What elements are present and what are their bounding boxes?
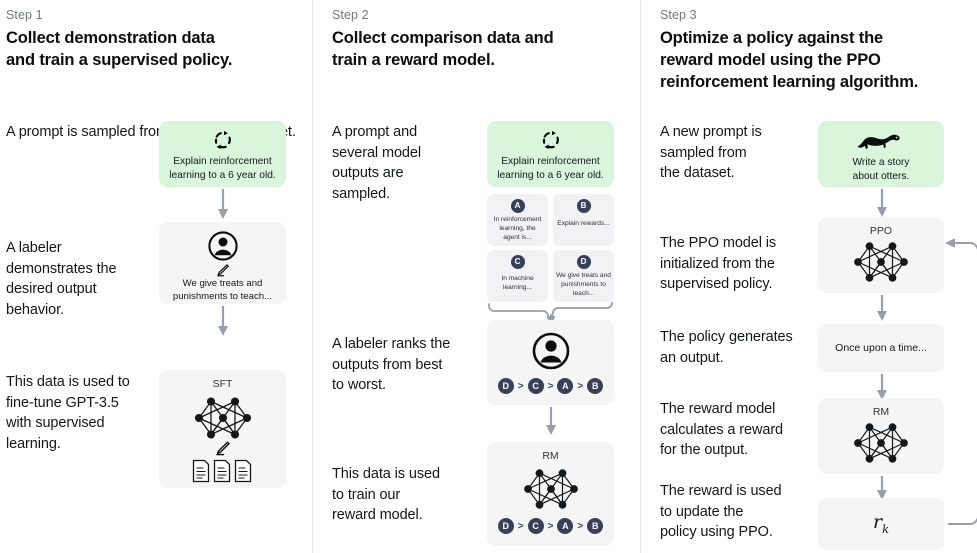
arrow-down-2a [546,407,556,435]
output-text-a: In reinforcement learning, the agent is.… [493,216,542,241]
output-text-c: In machine learning... [501,275,534,291]
step-3-output-panel[interactable]: Once upon a time... [818,324,944,372]
output-letter-d: D [576,255,591,269]
step-2-label: Step 2 [332,8,369,22]
step-1-labeler-panel[interactable]: We give treats and punishments to teach.… [159,222,286,304]
step-3-new-prompt-panel[interactable]: Write a story about otters. [818,121,944,187]
pencil-icon [216,264,229,277]
step-3-rm-panel[interactable]: RM [818,398,944,474]
step-1-description-3: This data is used to fine-tune GPT-3.5 w… [6,374,130,452]
step-1-title: Collect demonstration data and train a s… [6,29,233,69]
rank-chip-3: A [557,378,574,394]
step-1-prompt-text: Explain reinforcement learning to a 6 ye… [169,156,276,181]
documents-icon [192,459,251,483]
step-2-output-a[interactable]: A In reinforcement learning, the agent i… [487,194,548,246]
step-2-ranking-panel[interactable]: D > C > A > B [487,320,614,405]
step-2-prompt-panel[interactable]: Explain reinforcement learning to a 6 ye… [487,121,614,187]
step-1-description-2: A labeler demonstrates the desired outpu… [6,240,117,318]
step-2-column: Step 2 Collect comparison data and train… [326,0,640,553]
step-2-prompt-text: Explain reinforcement learning to a 6 ye… [497,156,604,181]
reinforcement-loop-icon [214,130,231,150]
step-2-reward-model-panel[interactable]: RM D > C > A > B [487,442,614,546]
labeler-person-icon [207,231,238,261]
step-2-output-c[interactable]: C In machine learning... [487,250,548,302]
rank-gt-2: > [547,380,554,392]
step-3-rm-title: RM [872,406,890,418]
rank-chip-1: D [497,518,514,534]
step-2-output-b[interactable]: B Explain rewards... [553,194,614,246]
rank-chip-2: C [527,518,544,534]
step-1-label: Step 1 [6,8,43,22]
pencil-icon [215,441,230,456]
rank-chip-4: B [587,518,604,534]
step-3-description-1: A new prompt is sampled from the dataset… [660,124,762,182]
feedback-loop-arrow [945,238,977,525]
step-3-ppo-panel[interactable]: PPO [818,217,944,293]
arrow-down-1b [218,306,228,336]
rank-gt-2: > [547,520,554,532]
otter-icon [858,134,900,150]
reinforcement-loop-icon [542,130,559,150]
rank-gt-1: > [517,380,524,392]
reward-symbol: r [872,511,883,534]
step-1-prompt-panel[interactable]: Explain reinforcement learning to a 6 ye… [159,121,286,187]
arrow-down-3c [877,374,887,400]
step-2-description-2: A labeler ranks the outputs from best to… [332,336,451,394]
labeler-person-icon [532,332,569,370]
arrow-down-3d [877,476,887,500]
step-1-sft-panel[interactable]: SFT [159,370,286,488]
step-2-description-1: A prompt and several model outputs are s… [332,124,421,202]
step-1-sft-title: SFT [212,378,233,390]
step-3-title: Optimize a policy against the reward mod… [660,29,919,91]
rank-chip-1: D [497,378,514,394]
column-divider-2 [640,0,641,553]
rank-chip-2: C [527,378,544,394]
step-3-column: Step 3 Optimize a policy against the rew… [654,0,977,553]
step-3-ppo-title: PPO [869,225,893,237]
step-3-description-3: The policy generates an output. [660,329,793,366]
output-text-d: We give treats and punishments to teach.… [556,272,611,297]
step-2-title: Collect comparison data and train a rewa… [332,29,554,69]
step-2-ranking-row: D > C > A > B [487,378,614,394]
rank-chip-3: A [557,518,574,534]
step-1-column: Step 1 Collect demonstration data and tr… [0,0,312,553]
output-letter-b: B [576,199,591,213]
neural-network-icon [523,469,578,509]
step-3-new-prompt-text: Write a story about otters. [852,157,910,182]
step-3-reward-value: rk [818,511,944,536]
rank-gt-3: > [577,520,584,532]
step-3-label: Step 3 [660,8,697,22]
neural-network-icon [854,242,908,282]
step-2-rm-title: RM [542,450,559,462]
step-3-output-text: Once upon a time... [835,342,927,354]
arrow-down-3b [877,295,887,321]
neural-network-icon [854,423,908,463]
neural-network-icon [194,397,251,439]
step-3-description-2: The PPO model is initialized from the su… [660,235,777,293]
output-letter-a: A [510,199,525,213]
step-3-reward-panel[interactable]: rk [818,498,944,550]
output-text-b: Explain rewards... [557,220,610,227]
rank-chip-4: B [587,378,604,394]
step-2-output-d[interactable]: D We give treats and punishments to teac… [553,250,614,302]
step-2-rm-ranking-row: D > C > A > B [487,518,614,534]
step-3-description-4: The reward model calculates a reward for… [660,401,784,459]
step-2-description-3: This data is used to train our reward mo… [332,466,440,524]
step-1-labeler-text: We give treats and punishments to teach.… [172,278,273,302]
step-3-description-5: The reward is used to update the policy … [660,483,782,541]
reward-subscript: k [882,521,890,536]
column-divider-1 [312,0,313,553]
output-letter-c: C [510,255,525,269]
arrow-down-3a [877,189,887,217]
arrow-down-1a [218,189,228,219]
rank-gt-3: > [577,380,584,392]
rank-gt-1: > [517,520,524,532]
